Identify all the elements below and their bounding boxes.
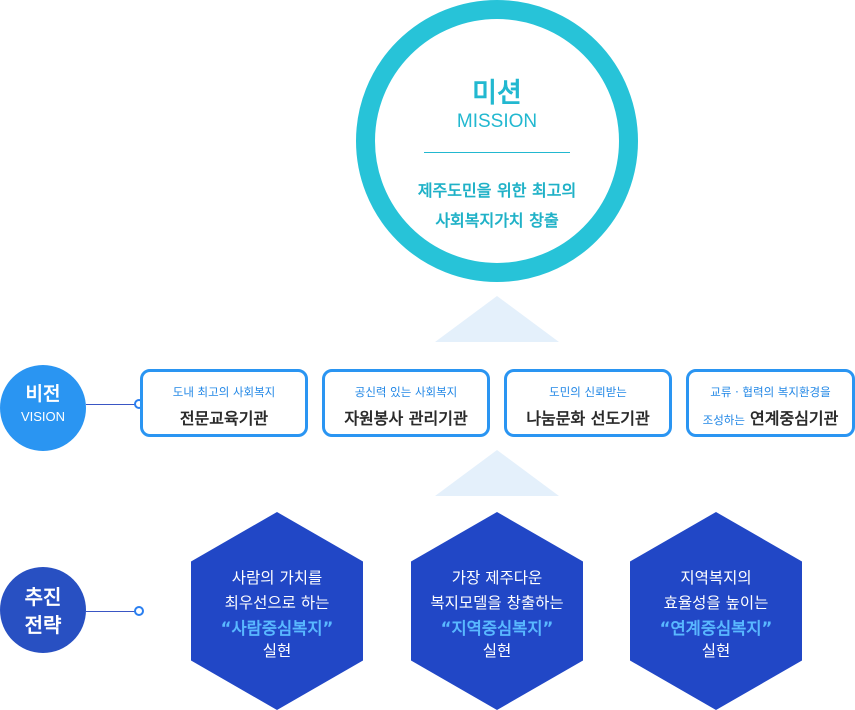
vision-item: 공신력 있는 사회복지 자원봉사 관리기관 <box>322 369 490 437</box>
strategy-line1: 사람의 가치를 <box>231 569 323 587</box>
arrow-up-triangle-top <box>435 296 559 342</box>
vision-item: 도내 최고의 사회복지 전문교육기관 <box>140 369 308 437</box>
mission-title: 미션 <box>472 78 522 109</box>
vision-connector-line <box>86 404 136 405</box>
mission-subtitle: MISSION <box>456 111 538 132</box>
strategy-label-line1: 추진 <box>24 585 62 609</box>
strategy-end: 실현 <box>701 642 731 660</box>
vision-item-big: 연계중심기관 <box>750 409 839 428</box>
strategy-line2: 최우선으로 하는 <box>224 594 330 612</box>
vision-item: 교류 · 협력의 복지환경을 조성하는 연계중심기관 <box>686 369 855 437</box>
strategy-connector-line <box>86 611 136 612</box>
vision-item-small: 교류 · 협력의 복지환경을 <box>710 385 831 399</box>
vision-label-en: VISION <box>20 409 66 424</box>
mission-statement-line2: 사회복지가치 창출 <box>435 211 559 230</box>
strategy-quote: “연계중심복지” <box>659 619 773 638</box>
vision-item-big: 자원봉사 관리기관 <box>344 409 468 428</box>
vision-badge: 비전 VISION <box>0 365 86 451</box>
vision-label: 비전 <box>25 383 61 405</box>
strategy-hexagon: 사람의 가치를 최우선으로 하는 “사람중심복지” 실현 <box>191 512 363 710</box>
strategy-badge: 추진 전략 <box>0 567 86 653</box>
vision-item: 도민의 신뢰받는 나눔문화 선도기관 <box>504 369 672 437</box>
strategy-hexagon: 지역복지의 효율성을 높이는 “연계중심복지” 실현 <box>630 512 802 710</box>
vision-item-mixed-line: 조성하는 연계중심기관 <box>689 405 852 429</box>
mission-circle: 미션 MISSION 제주도민을 위한 최고의 사회복지가치 창출 <box>356 0 638 282</box>
strategy-quote: “사람중심복지” <box>220 619 334 638</box>
vision-item-small-inline: 조성하는 <box>702 413 745 427</box>
vision-item-small: 도민의 신뢰받는 <box>549 385 627 399</box>
strategy-quote: “지역중심복지” <box>440 619 554 638</box>
strategy-connector-dot <box>134 606 144 616</box>
strategy-line2: 복지모델을 창출하는 <box>430 594 564 612</box>
strategy-line2: 효율성을 높이는 <box>663 594 769 612</box>
mission-statement-line1: 제주도민을 위한 최고의 <box>417 181 577 200</box>
strategy-end: 실현 <box>482 642 512 660</box>
mission-divider <box>424 152 570 153</box>
strategy-hexagon: 가장 제주다운 복지모델을 창출하는 “지역중심복지” 실현 <box>411 512 583 710</box>
strategy-line1: 가장 제주다운 <box>451 569 543 587</box>
strategy-line1: 지역복지의 <box>680 569 752 587</box>
arrow-up-triangle-middle <box>435 450 559 496</box>
vision-item-small: 도내 최고의 사회복지 <box>172 385 276 399</box>
strategy-label: 추진 전략 <box>0 583 86 639</box>
strategy-end: 실현 <box>262 642 292 660</box>
vision-item-small: 공신력 있는 사회복지 <box>354 385 458 399</box>
strategy-label-line2: 전략 <box>24 613 62 637</box>
vision-item-big: 전문교육기관 <box>179 409 269 428</box>
vision-item-big: 나눔문화 선도기관 <box>526 409 650 428</box>
